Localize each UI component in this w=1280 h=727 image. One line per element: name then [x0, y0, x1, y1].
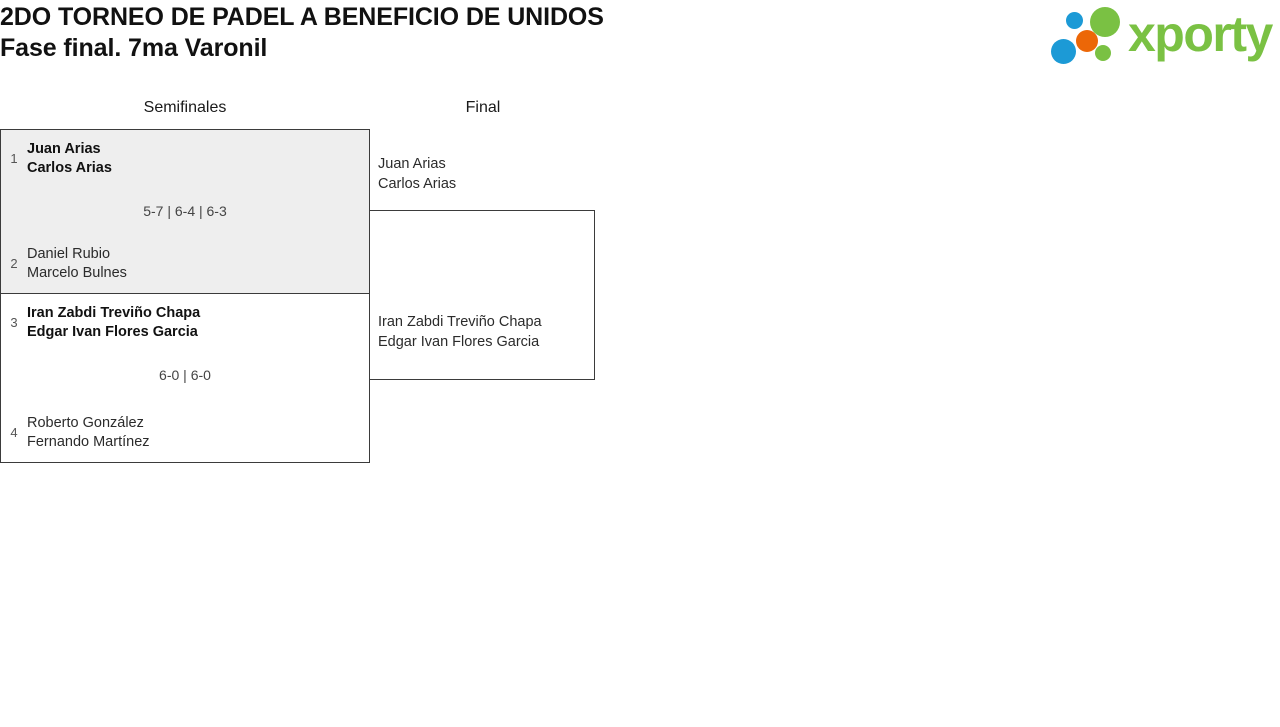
player-name-2: Carlos Arias [378, 176, 457, 192]
player-name-2: Fernando Martínez [27, 434, 150, 450]
player-name-2: Marcelo Bulnes [27, 265, 127, 281]
seed-number: 3 [10, 315, 18, 330]
page-header: 2DO TORNEO DE PADEL A BENEFICIO DE UNIDO… [0, 0, 1280, 78]
match-semifinal-1[interactable]: 1 Juan Arias Carlos Arias 5-7 | 6-4 | 6-… [0, 129, 370, 294]
round-header-semifinals: Semifinales [143, 99, 227, 116]
team-name: Roberto González Fernando Martínez [27, 414, 369, 452]
logo-dot-blue-small-icon [1066, 12, 1083, 29]
player-name-1: Iran Zabdi Treviño Chapa [378, 314, 542, 330]
logo-wordmark: xporty [1128, 6, 1273, 62]
logo-dots-icon [1050, 6, 1128, 64]
player-name-1: Roberto González [27, 415, 144, 431]
player-name-1: Daniel Rubio [27, 246, 111, 262]
match-semifinal-2[interactable]: 3 Iran Zabdi Treviño Chapa Edgar Ivan Fl… [0, 294, 370, 463]
team-name: Iran Zabdi Treviño Chapa Edgar Ivan Flor… [378, 312, 594, 352]
match-participant-bottom[interactable]: 4 Roberto González Fernando Martínez [1, 410, 369, 456]
match-score: 6-0 | 6-0 [159, 367, 211, 383]
logo-dot-orange-icon [1076, 30, 1098, 52]
match-participant-bottom[interactable]: Iran Zabdi Treviño Chapa Edgar Ivan Flor… [370, 309, 594, 355]
team-name: Juan Arias Carlos Arias [378, 154, 594, 194]
logo-dot-green-large-icon [1090, 7, 1120, 37]
player-name-1: Juan Arias [378, 156, 446, 172]
xporty-logo[interactable]: xporty [1044, 2, 1274, 68]
page-title: 2DO TORNEO DE PADEL A BENEFICIO DE UNIDO… [0, 2, 900, 64]
round-header-final: Final [465, 99, 501, 116]
match-participant-bottom[interactable]: 2 Daniel Rubio Marcelo Bulnes [1, 241, 369, 287]
seed-number: 2 [10, 256, 18, 271]
seed-number: 1 [10, 151, 18, 166]
match-participant-top[interactable]: 1 Juan Arias Carlos Arias [1, 136, 369, 182]
match-score: 5-7 | 6-4 | 6-3 [143, 203, 227, 219]
seed-number: 4 [10, 425, 18, 440]
team-name: Iran Zabdi Treviño Chapa Edgar Ivan Flor… [27, 304, 369, 342]
match-participant-top[interactable]: 3 Iran Zabdi Treviño Chapa Edgar Ivan Fl… [1, 300, 369, 346]
player-name-2: Carlos Arias [27, 160, 112, 176]
team-name: Daniel Rubio Marcelo Bulnes [27, 245, 369, 283]
tournament-name: 2DO TORNEO DE PADEL A BENEFICIO DE UNIDO… [0, 3, 604, 31]
logo-dot-blue-large-icon [1051, 39, 1076, 64]
player-name-1: Juan Arias [27, 141, 101, 157]
match-participant-top[interactable]: Juan Arias Carlos Arias [370, 151, 594, 197]
tournament-phase: Fase final. 7ma Varonil [0, 34, 268, 62]
player-name-1: Iran Zabdi Treviño Chapa [27, 305, 201, 321]
player-name-2: Edgar Ivan Flores Garcia [378, 334, 540, 350]
logo-dot-green-small-icon [1095, 45, 1111, 61]
player-name-2: Edgar Ivan Flores Garcia [27, 324, 198, 340]
match-final[interactable]: Juan Arias Carlos Arias Iran Zabdi Trevi… [369, 156, 595, 380]
team-name: Juan Arias Carlos Arias [27, 140, 369, 178]
